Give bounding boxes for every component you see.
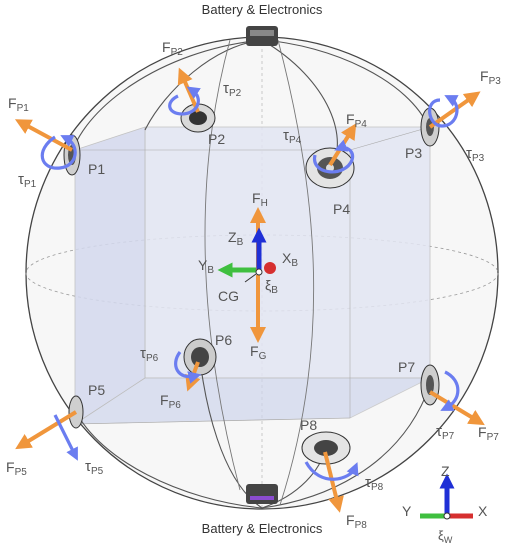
torque-label-p6: τP6 bbox=[140, 345, 159, 364]
force-arrow-p3 bbox=[428, 91, 481, 129]
force-label-p4: FP4 bbox=[346, 111, 367, 130]
torque-label-p5: τP5 bbox=[85, 458, 104, 477]
origin-world-label: ξW bbox=[438, 528, 453, 545]
torque-loop-p5 bbox=[53, 414, 78, 461]
point-label-p7: P7 bbox=[398, 359, 415, 375]
torque-loop-p1 bbox=[40, 135, 77, 170]
x-axis-world-label: X bbox=[478, 503, 488, 519]
torque-label-p7: τP7 bbox=[436, 423, 455, 442]
torque-label-p4: τP4 bbox=[283, 127, 302, 146]
x-axis-body-label: XB bbox=[282, 250, 298, 269]
point-label-p5: P5 bbox=[88, 382, 105, 398]
battery-module-top bbox=[246, 26, 278, 46]
thruster-p8 bbox=[301, 431, 351, 465]
torque-loop-p8 bbox=[304, 461, 359, 481]
caption-top: Battery & Electronics bbox=[202, 2, 323, 17]
point-label-p1: P1 bbox=[88, 161, 105, 177]
caption-bottom: Battery & Electronics bbox=[202, 521, 323, 536]
force-label-p6: FP6 bbox=[160, 392, 181, 411]
torque-loop-p7 bbox=[440, 370, 460, 411]
torque-loop-p2 bbox=[168, 86, 201, 116]
force-label-p7: FP7 bbox=[478, 424, 499, 443]
torque-label-p2: τP2 bbox=[223, 80, 242, 99]
thruster-p7 bbox=[420, 364, 440, 406]
x-axis-body bbox=[264, 262, 276, 274]
force-label-p5: FP5 bbox=[6, 459, 27, 478]
torque-loop-p6 bbox=[174, 351, 202, 384]
torque-label-p3: τP3 bbox=[466, 145, 485, 164]
force-label-h: FH bbox=[252, 190, 268, 209]
point-label-p8: P8 bbox=[300, 417, 317, 433]
thruster-p2 bbox=[180, 103, 216, 133]
y-axis-body-label: YB bbox=[198, 257, 214, 276]
world-frame bbox=[420, 473, 473, 520]
battery-module-bottom bbox=[246, 484, 278, 504]
z-axis-body-label: ZB bbox=[228, 229, 244, 248]
force-arrow-p5 bbox=[15, 410, 78, 450]
z-axis-world-label: Z bbox=[441, 463, 450, 479]
point-label-p3: P3 bbox=[405, 145, 422, 161]
point-label-p2: P2 bbox=[208, 131, 225, 147]
force-label-p3: FP3 bbox=[480, 68, 501, 87]
force-label-p2: FP2 bbox=[162, 39, 183, 58]
torque-label-p1: τP1 bbox=[18, 171, 37, 190]
force-label-g: FG bbox=[250, 343, 267, 362]
force-label-p1: FP1 bbox=[8, 95, 29, 114]
inner-cube bbox=[73, 126, 431, 425]
thruster-p4 bbox=[305, 147, 355, 189]
body-frame bbox=[217, 207, 276, 343]
point-label-p6: P6 bbox=[215, 332, 232, 348]
force-label-p8: FP8 bbox=[346, 512, 367, 531]
torque-label-p8: τP8 bbox=[365, 474, 384, 493]
cg-label: CG bbox=[218, 288, 239, 304]
torque-loop-p3 bbox=[428, 95, 459, 128]
origin-body-label: ξB bbox=[265, 277, 278, 296]
y-axis-world-label: Y bbox=[402, 503, 412, 519]
torque-loop-p4 bbox=[313, 139, 355, 174]
point-label-p4: P4 bbox=[333, 201, 350, 217]
thruster-p6 bbox=[183, 338, 217, 376]
